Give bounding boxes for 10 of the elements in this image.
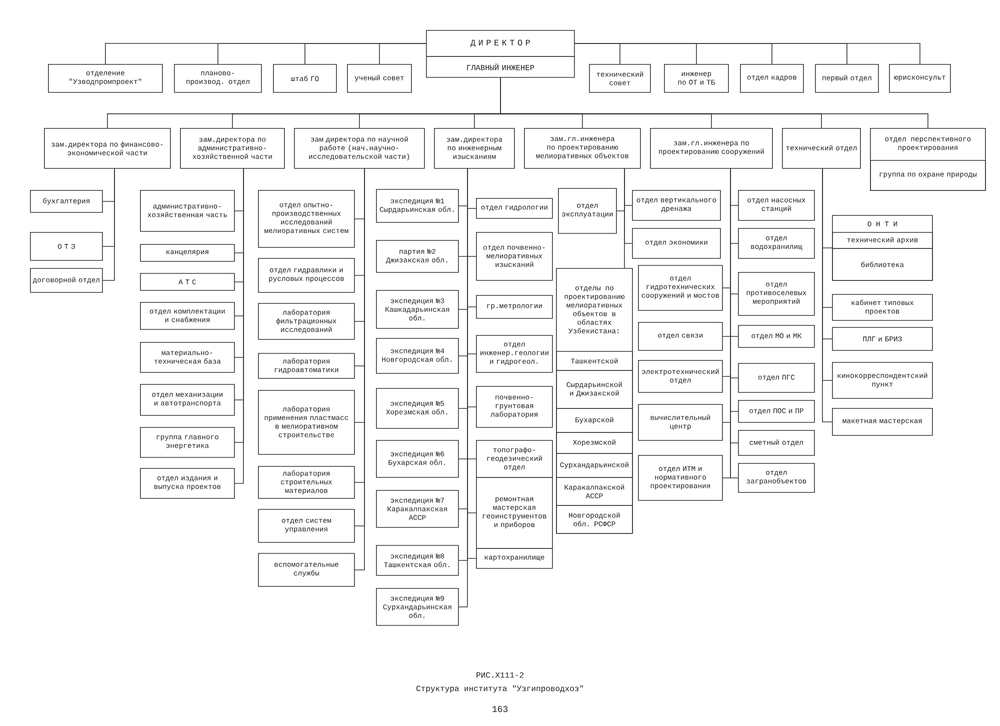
caption-text: Структура института "Узгипроводхоз"	[416, 685, 583, 693]
page-number: 163	[492, 706, 508, 712]
connector-line	[102, 168, 115, 281]
connector-line	[379, 43, 426, 64]
figure-number: РИС.X111-2	[476, 672, 524, 678]
connector-line	[500, 77, 928, 128]
connector-line	[822, 168, 832, 422]
connector-line	[574, 43, 920, 64]
org-box: Д И Р Е К Т О Р	[426, 30, 575, 57]
connector-line	[624, 168, 625, 268]
